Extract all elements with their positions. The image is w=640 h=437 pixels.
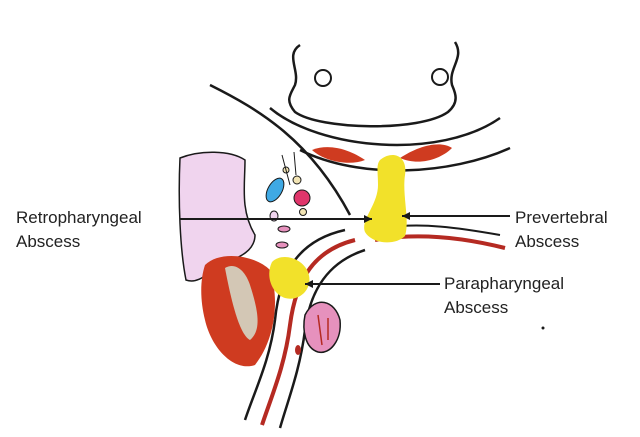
retropharyngeal-label: Retropharyngeal Abscess: [16, 206, 142, 254]
longus-muscle-right: [400, 144, 452, 161]
parapharyngeal-label: Parapharyngeal Abscess: [444, 272, 564, 320]
nerve-dot-1: [293, 176, 301, 184]
vessel-small-3: [276, 242, 288, 248]
parapharyngeal-label-line2: Abscess: [444, 296, 564, 320]
vessel-small-2: [278, 226, 290, 232]
vertebra-foramen-right: [432, 69, 448, 85]
parapharyngeal-label-line1: Parapharyngeal: [444, 272, 564, 296]
retropharyngeal-label-line1: Retropharyngeal: [16, 206, 142, 230]
parapharyngeal-abscess: [269, 257, 309, 299]
vessel-small-4: [295, 345, 301, 355]
vertebra-foramen-left: [315, 70, 331, 86]
retropharyngeal-label-line2: Abscess: [16, 230, 142, 254]
stray-dot: [542, 327, 545, 330]
vertebra-outline: [289, 42, 458, 126]
prevertebral-label-line2: Abscess: [515, 230, 608, 254]
internal-jugular-vein: [262, 175, 287, 205]
longus-muscle-left: [312, 147, 365, 163]
prevertebral-label-line1: Prevertebral: [515, 206, 608, 230]
carotid-artery: [294, 190, 310, 206]
prevertebral-label: Prevertebral Abscess: [515, 206, 608, 254]
nerve-dot-2: [300, 209, 307, 216]
